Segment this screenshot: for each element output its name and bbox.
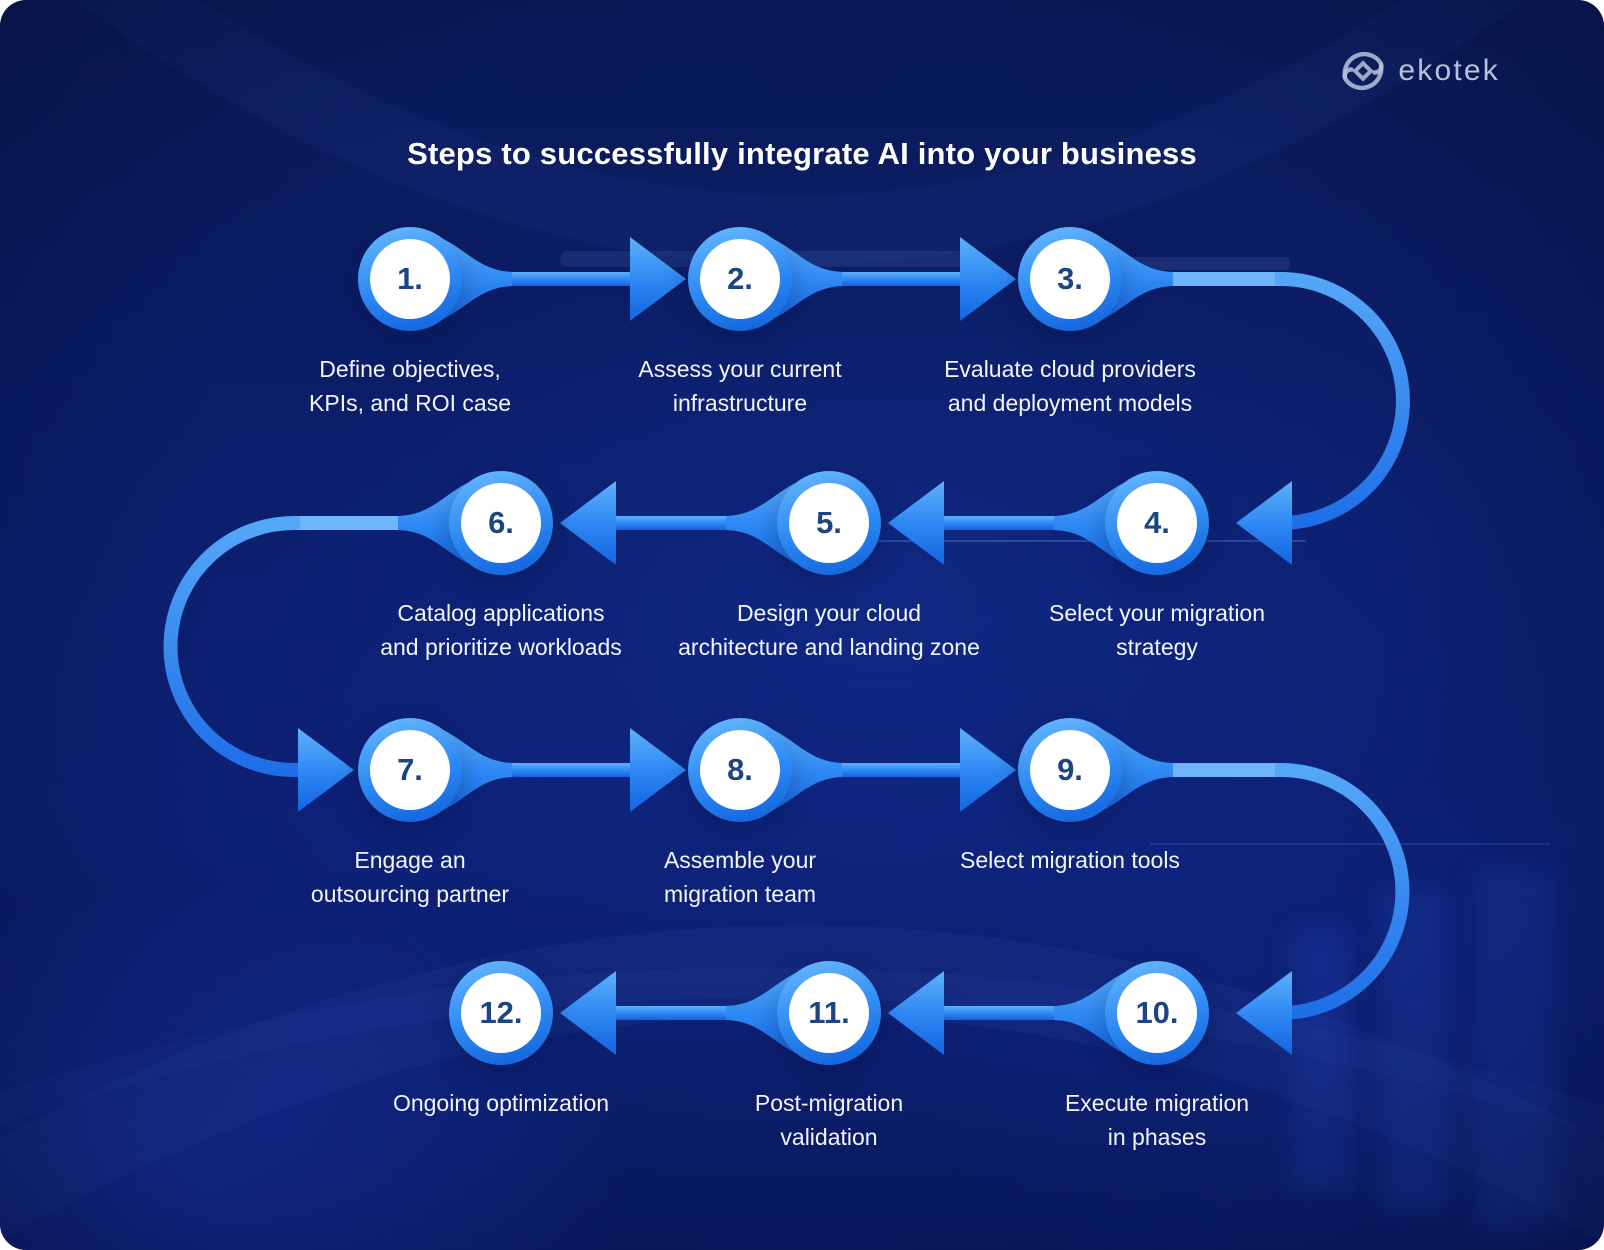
ghost-line [1150,843,1550,845]
step-label-11: Post-migration validation [755,1086,903,1154]
step-circle: 2. [700,239,780,319]
curve-6-to-7 [163,516,300,777]
step-label-8: Assemble your migration team [664,843,816,911]
label-line: Select migration tools [960,847,1180,873]
step-label-5: Design your cloud architecture and landin… [678,596,980,664]
logo-text: ekotek [1398,54,1500,87]
arrow-5-6-icon [560,481,616,565]
step-number: 2. [727,261,753,296]
curve-9-to-10 [1275,763,1410,1020]
step-label-6: Catalog applications and prioritize workl… [380,596,622,664]
ghost-line [866,540,1306,542]
label-line: architecture and landing zone [678,634,980,660]
label-line: Define objectives, [319,356,501,382]
step-node-6: 6. [449,471,553,575]
step-circle: 4. [1117,483,1197,563]
logo: ekotek [1338,46,1500,96]
step-circle: 3. [1030,239,1110,319]
label-line: Design your cloud [736,600,922,626]
step-node-8: 8. [688,718,792,822]
step-circle: 8. [700,730,780,810]
step-number: 7. [397,752,423,787]
step-label-3: Evaluate cloud providers and deployment m… [944,352,1196,420]
label-line: Execute migration [1064,1090,1250,1116]
step-node-7: 7. [358,718,462,822]
arrow-8-9-icon [960,728,1016,812]
step-node-9: 9. [1018,718,1122,822]
step-number: 9. [1057,752,1083,787]
step-circle: 5. [789,483,869,563]
arrow-2-3-icon [960,237,1016,321]
arrow-9-10-icon [1236,971,1292,1055]
arrowheads [298,237,1292,1055]
arrow-3-4-icon [1236,481,1292,565]
step-number: 11. [808,995,850,1030]
arrow-6-7-icon [298,728,354,812]
step-label-2: Assess your current infrastructure [638,352,841,420]
step-node-10: 10. [1105,961,1209,1065]
step-node-3: 3. [1018,227,1122,331]
step-label-7: Engage an outsourcing partner [311,843,509,911]
label-line: Assemble your [663,847,817,873]
label-line: Evaluate cloud providers [944,356,1196,382]
arrow-4-5-icon [888,481,944,565]
step-node-12: 12. [449,961,553,1065]
step-label-12: Ongoing optimization [393,1086,609,1120]
step-number: 1. [397,261,423,296]
step-number: 5. [816,505,842,540]
step-number: 3. [1057,261,1083,296]
label-line: Ongoing optimization [392,1090,610,1116]
arrow-7-8-icon [630,728,686,812]
label-line: Engage an [354,847,466,873]
label-line: Catalog applications [397,600,605,626]
label-line: outsourcing partner [310,881,510,907]
label-line: Assess your current [638,356,842,382]
server-rack-shape [1474,870,1554,1230]
step-circle: 11. [789,973,869,1053]
ekotek-logo-icon [1342,51,1384,91]
step-circle: 7. [370,730,450,810]
step-number: 6. [488,505,514,540]
label-line: validation [780,1124,878,1150]
label-line: in phases [1107,1124,1207,1150]
label-line: Select your migration [1048,600,1266,626]
step-node-2: 2. [688,227,792,331]
server-rack-shape [1292,930,1350,1190]
step-circle: 1. [370,239,450,319]
step-circle: 10. [1117,973,1197,1053]
step-number: 10. [1135,995,1179,1030]
step-label-10: Execute migration in phases [1065,1086,1249,1154]
connector-bars-highlight [293,272,1285,777]
label-line: Post-migration [754,1090,904,1116]
step-node-4: 4. [1105,471,1209,575]
arrow-11-12-icon [560,971,616,1055]
step-node-5: 5. [777,471,881,575]
curve-3-to-4 [1275,272,1410,530]
label-line: and prioritize workloads [380,634,622,660]
label-line: infrastructure [672,390,808,416]
step-node-1: 1. [358,227,462,331]
label-line: KPIs, and ROI case [309,390,511,416]
step-label-4: Select your migration strategy [1049,596,1265,664]
step-number: 12. [479,995,523,1030]
step-circle: 12. [461,973,541,1053]
step-circle: 6. [461,483,541,563]
page-title: Steps to successfully integrate AI into … [407,136,1197,171]
step-label-1: Define objectives, KPIs, and ROI case [309,352,511,420]
step-node-11: 11. [777,961,881,1065]
step-number: 8. [727,752,753,787]
arrow-10-11-icon [888,971,944,1055]
step-number: 4. [1144,505,1170,540]
label-line: strategy [1116,634,1198,660]
arrow-1-2-icon [630,237,686,321]
label-line: migration team [663,881,817,907]
label-line: and deployment models [947,390,1193,416]
connector-bars [512,272,1054,1020]
step-circle: 9. [1030,730,1110,810]
step-label-9: Select migration tools [960,843,1180,877]
